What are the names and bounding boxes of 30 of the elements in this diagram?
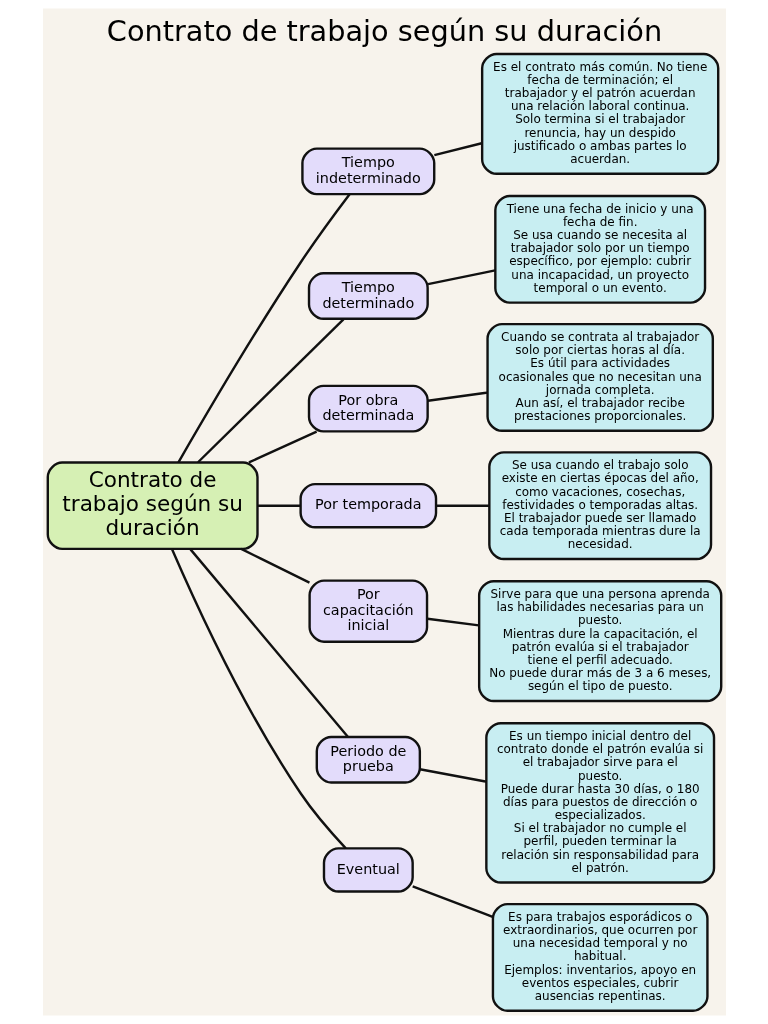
node-box: Es un tiempo inicial dentro del contrato donde el patrón evalúa si el trabajador sirve para el puesto. Puede durar hasta 30 días, o 180 días para puestos de dirección o especializados. Si el trabajador no cumple el perfil, pueden terminar la relación sin responsabilidad para el patrón. [484, 722, 715, 884]
connector [176, 193, 351, 463]
node-box: Tiempo determinado [307, 272, 429, 320]
node-box: Contrato de trabajo según su duración [46, 461, 259, 551]
node-box: Por capacitación inicial [307, 579, 428, 643]
connector [419, 768, 486, 783]
connector [196, 318, 344, 464]
connector [411, 885, 493, 919]
node-box: Tiene una fecha de inicio y una fecha de fin. Se usa cuando se necesita al trabajador solo por un tiempo específico, por ejemplo: cubrir una incapacidad, un proyecto temporal o un evento. [493, 194, 706, 304]
node-box: Eventual [322, 847, 414, 893]
node-box: Periodo de prueba [315, 735, 421, 784]
diagram-title: Contrato de trabajo según su duración [106, 14, 662, 49]
connector [427, 269, 495, 286]
connector [240, 547, 310, 584]
node-box: Es el contrato más común. No tiene fecha de terminación; el trabajador y el patrón acuerdan una relación laboral continua. Solo termina si el trabajador renuncia, hay un despido justificado o ambas partes lo acuerdan. [480, 52, 719, 175]
connector [189, 548, 349, 738]
node-box: Sirve para que una persona aprenda las habilidades necesarias para un puesto. Mientras dure la capacitación, el patrón evalúa si el trabajador tiene el perfil adecuado. No puede durar más de 3 a 6 meses, según el tipo de puesto. [477, 580, 722, 703]
connector [433, 142, 482, 157]
node-box: Tiempo indeterminado [300, 147, 435, 196]
connector [435, 504, 489, 507]
node-box: Se usa cuando el trabajo solo existe en ciertas épocas del año, como vacaciones, cosechas, festividades o temporadas altas. El trabajador puede ser llamado cada temporada mientras dure la necesidad. [487, 451, 712, 561]
node-box: Por temporada [298, 482, 437, 529]
connector [247, 430, 317, 464]
connector [257, 504, 300, 507]
node-box: Por obra determinada [307, 384, 429, 433]
node-box: Cuando se contrata al trabajador solo por ciertas horas al día. Es útil para actividades ocasionales que no necesitan una jornada completa. Aun así, el trabajador recibe prestaciones proporcionales. [485, 322, 714, 432]
connector [170, 548, 347, 850]
connector [426, 617, 479, 627]
connector [427, 391, 488, 402]
node-box: Es para trabajos esporádicos o extraordinarios, que ocurren por una necesidad temporal y no habitual. Ejemplos: inventarios, apoyo en eventos especiales, cubrir ausencias repentinas. [491, 902, 709, 1012]
